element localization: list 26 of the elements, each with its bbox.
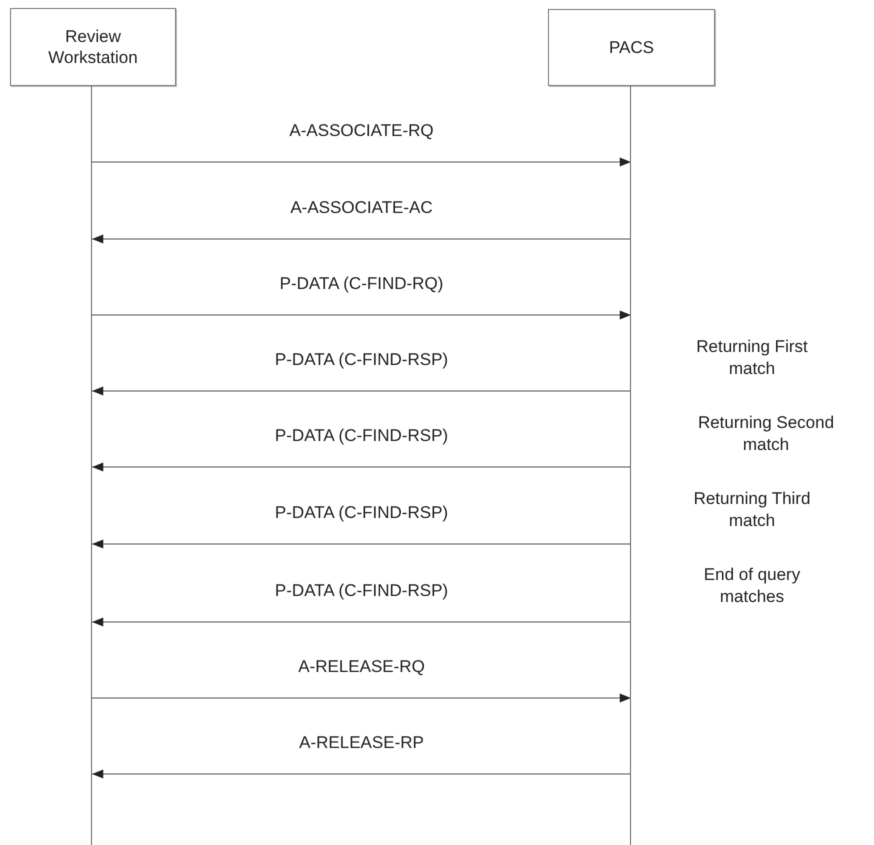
message-label: A-ASSOCIATE-RQ	[289, 121, 434, 142]
message-arrow	[92, 770, 632, 778]
participant-box	[10, 8, 176, 86]
lifeline	[91, 86, 93, 845]
message-arrow	[92, 694, 632, 702]
note-text: Returning First match	[695, 336, 809, 380]
message-label: P-DATA (C-FIND-RSP)	[274, 350, 448, 370]
participant-name: Review Workstation	[47, 26, 139, 68]
participant-name: PACS	[608, 36, 656, 58]
lifeline	[630, 86, 632, 845]
message-arrow	[92, 618, 632, 626]
message-arrow	[92, 540, 632, 548]
note-text: Returning Second match	[696, 412, 836, 456]
message-label: A-RELEASE-RQ	[298, 657, 425, 678]
message-label: P-DATA (C-FIND-RQ)	[280, 274, 444, 294]
message-label: P-DATA (C-FIND-RSP)	[274, 503, 448, 524]
message-arrow	[92, 462, 632, 472]
message-arrow	[92, 158, 632, 166]
message-label: P-DATA (C-FIND-RSP)	[274, 581, 448, 602]
message-arrow	[92, 310, 632, 320]
note-text: Returning Third match	[692, 488, 812, 532]
participant-box	[548, 9, 715, 86]
message-arrow	[92, 386, 632, 396]
message-arrow	[92, 234, 632, 244]
message-label: P-DATA (C-FIND-RSP)	[274, 426, 448, 446]
note-text: End of query matches	[702, 564, 802, 608]
